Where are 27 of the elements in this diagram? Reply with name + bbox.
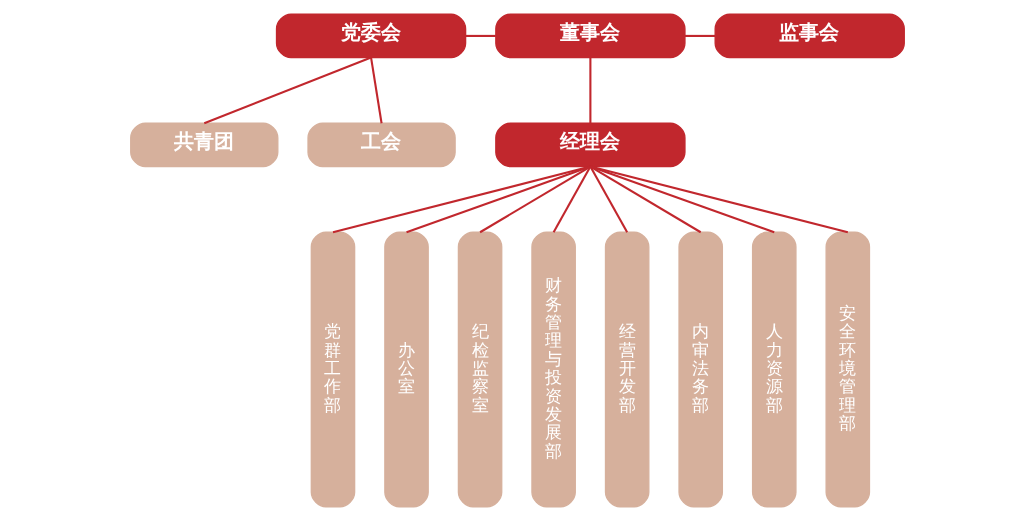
node-box: 党群工作部 (310, 231, 356, 507)
node-box: 内审法务部 (678, 231, 724, 507)
connector (589, 165, 702, 233)
node-box: 经营开发部 (604, 231, 650, 507)
connector (589, 165, 629, 233)
connector (590, 165, 775, 233)
node-box: 办公室 (384, 231, 429, 507)
connector (589, 57, 592, 123)
connector (590, 165, 849, 233)
connector (465, 34, 496, 37)
node-box: 党委会 (275, 13, 467, 58)
node-box: 财务管理与投资发展部 (531, 231, 576, 507)
node-box: 人力资源部 (751, 231, 797, 507)
connector (406, 165, 591, 233)
connector (332, 165, 591, 233)
node-box: 工会 (307, 122, 456, 167)
node-box: 共青团 (130, 122, 279, 167)
connector (203, 56, 372, 124)
node-box: 监事会 (714, 13, 905, 58)
node-box: 纪检监察室 (457, 231, 503, 507)
node-box: 董事会 (495, 13, 686, 58)
node-box: 安全环境管理部 (825, 231, 871, 507)
connector (552, 165, 592, 233)
node-box: 经理会 (495, 122, 686, 167)
connector (684, 34, 716, 37)
connector (370, 56, 383, 123)
connector (479, 165, 591, 233)
